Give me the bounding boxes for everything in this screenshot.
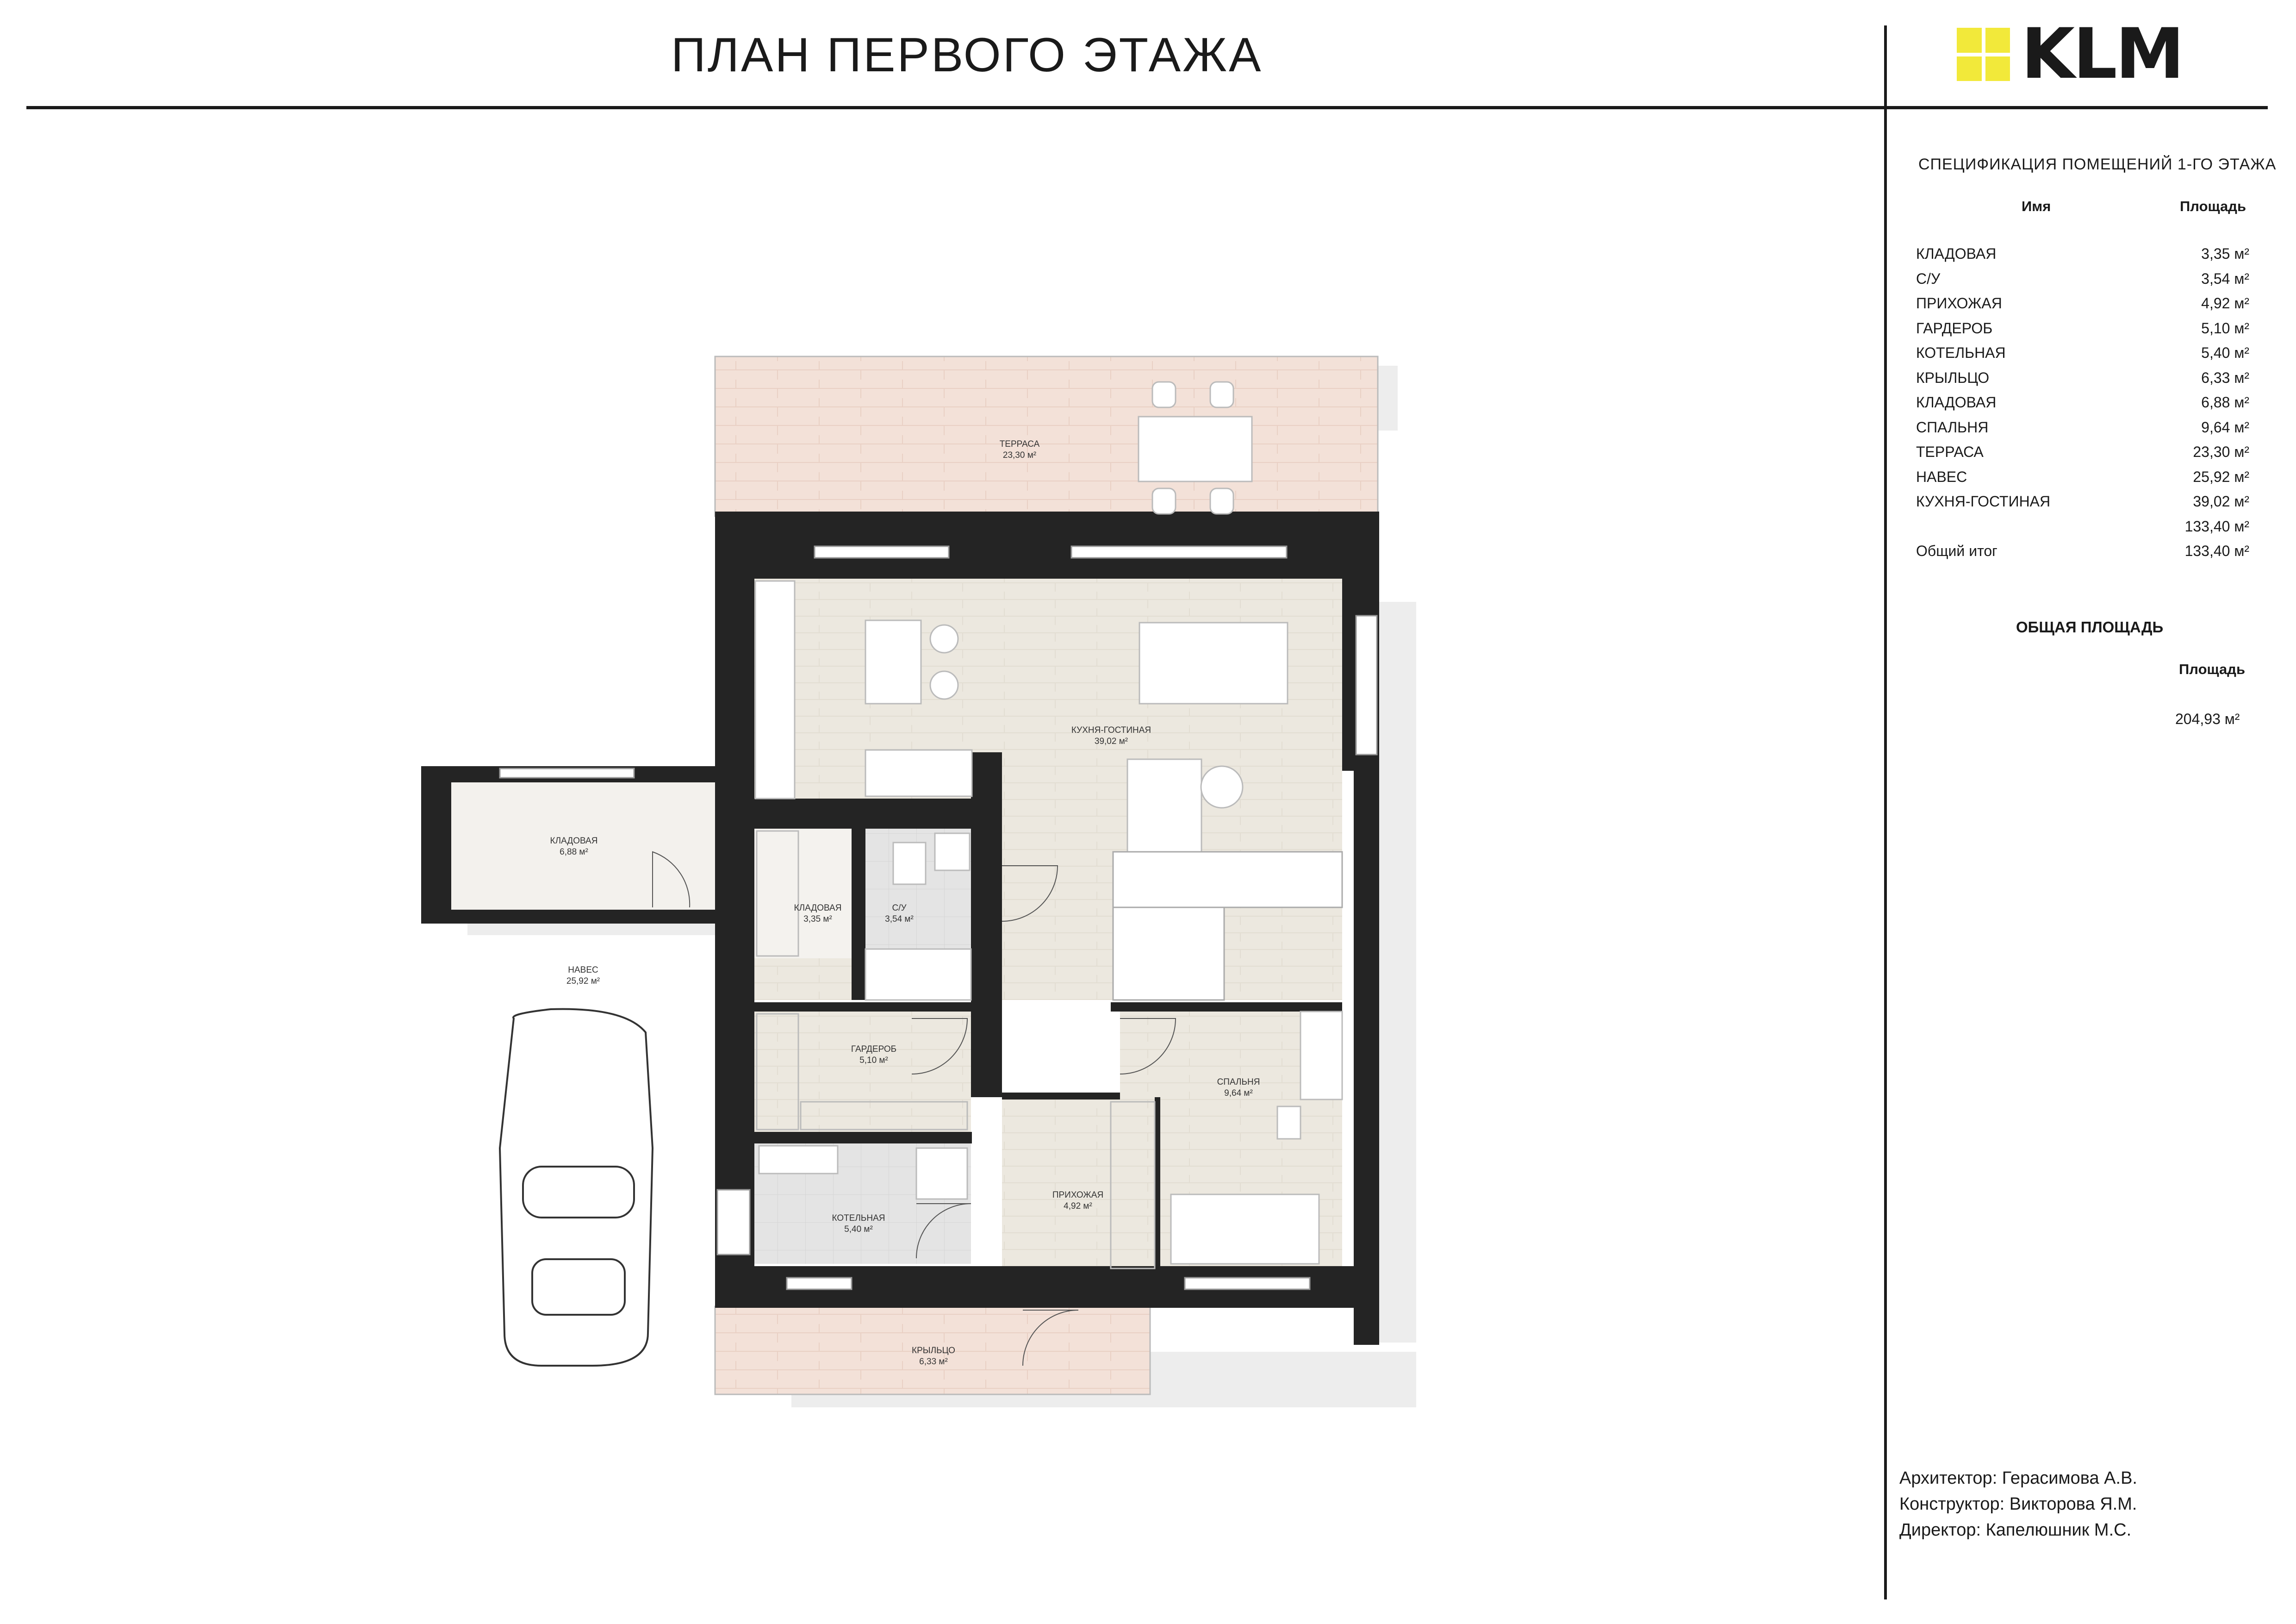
terrace-furniture (1151, 381, 1234, 515)
spec-col-name: Имя (2022, 198, 2051, 214)
bathroom-fixtures (865, 832, 972, 1001)
logo-text: KLM (2021, 14, 2184, 94)
bedroom-furniture (1170, 1011, 1343, 1265)
header-divider (26, 106, 2268, 109)
storage-shelves (756, 830, 1156, 1269)
storage-big-floor (435, 782, 722, 917)
wardrobe-floor (754, 1009, 971, 1132)
credit-director: Директор: Капелюшник М.С. (1899, 1520, 2132, 1540)
boiler-fixtures (758, 1145, 968, 1200)
total-area-title: ОБЩАЯ ПЛОЩАДЬ (2016, 618, 2164, 636)
credit-architect: Архитектор: Герасимова А.В. (1899, 1468, 2137, 1488)
kitchen-counters (754, 580, 973, 800)
spec-col-area: Площадь (2180, 198, 2246, 214)
car-icon (498, 1008, 654, 1367)
windows (499, 545, 1378, 1290)
credit-constructor: Конструктор: Викторова Я.М. (1899, 1494, 2137, 1514)
brand-logo: KLM (1957, 14, 2184, 94)
porch-deck (714, 1305, 1151, 1395)
staircase (1112, 851, 1343, 1001)
logo-grid-icon (1957, 28, 2010, 81)
walls (421, 512, 1379, 1345)
total-area-col: Площадь (2179, 661, 2246, 677)
terrace-deck (714, 356, 1379, 517)
storage-small-floor (754, 829, 852, 958)
doors (652, 851, 1176, 1366)
sidebar-divider (1884, 25, 1887, 1599)
total-area-value: 204,93 м² (2175, 711, 2240, 727)
page-title: ПЛАН ПЕРВОГО ЭТАЖА (671, 28, 1263, 82)
dining-furniture (929, 416, 1288, 862)
spec-subtotal-row: 133,40 м² (2184, 518, 2249, 535)
credits: Архитектор: Герасимова А.В. Конструктор:… (1899, 1465, 2137, 1543)
spec-title: СПЕЦИФИКАЦИЯ ПОМЕЩЕНИЙ 1-ГО ЭТАЖА (1918, 156, 2277, 173)
